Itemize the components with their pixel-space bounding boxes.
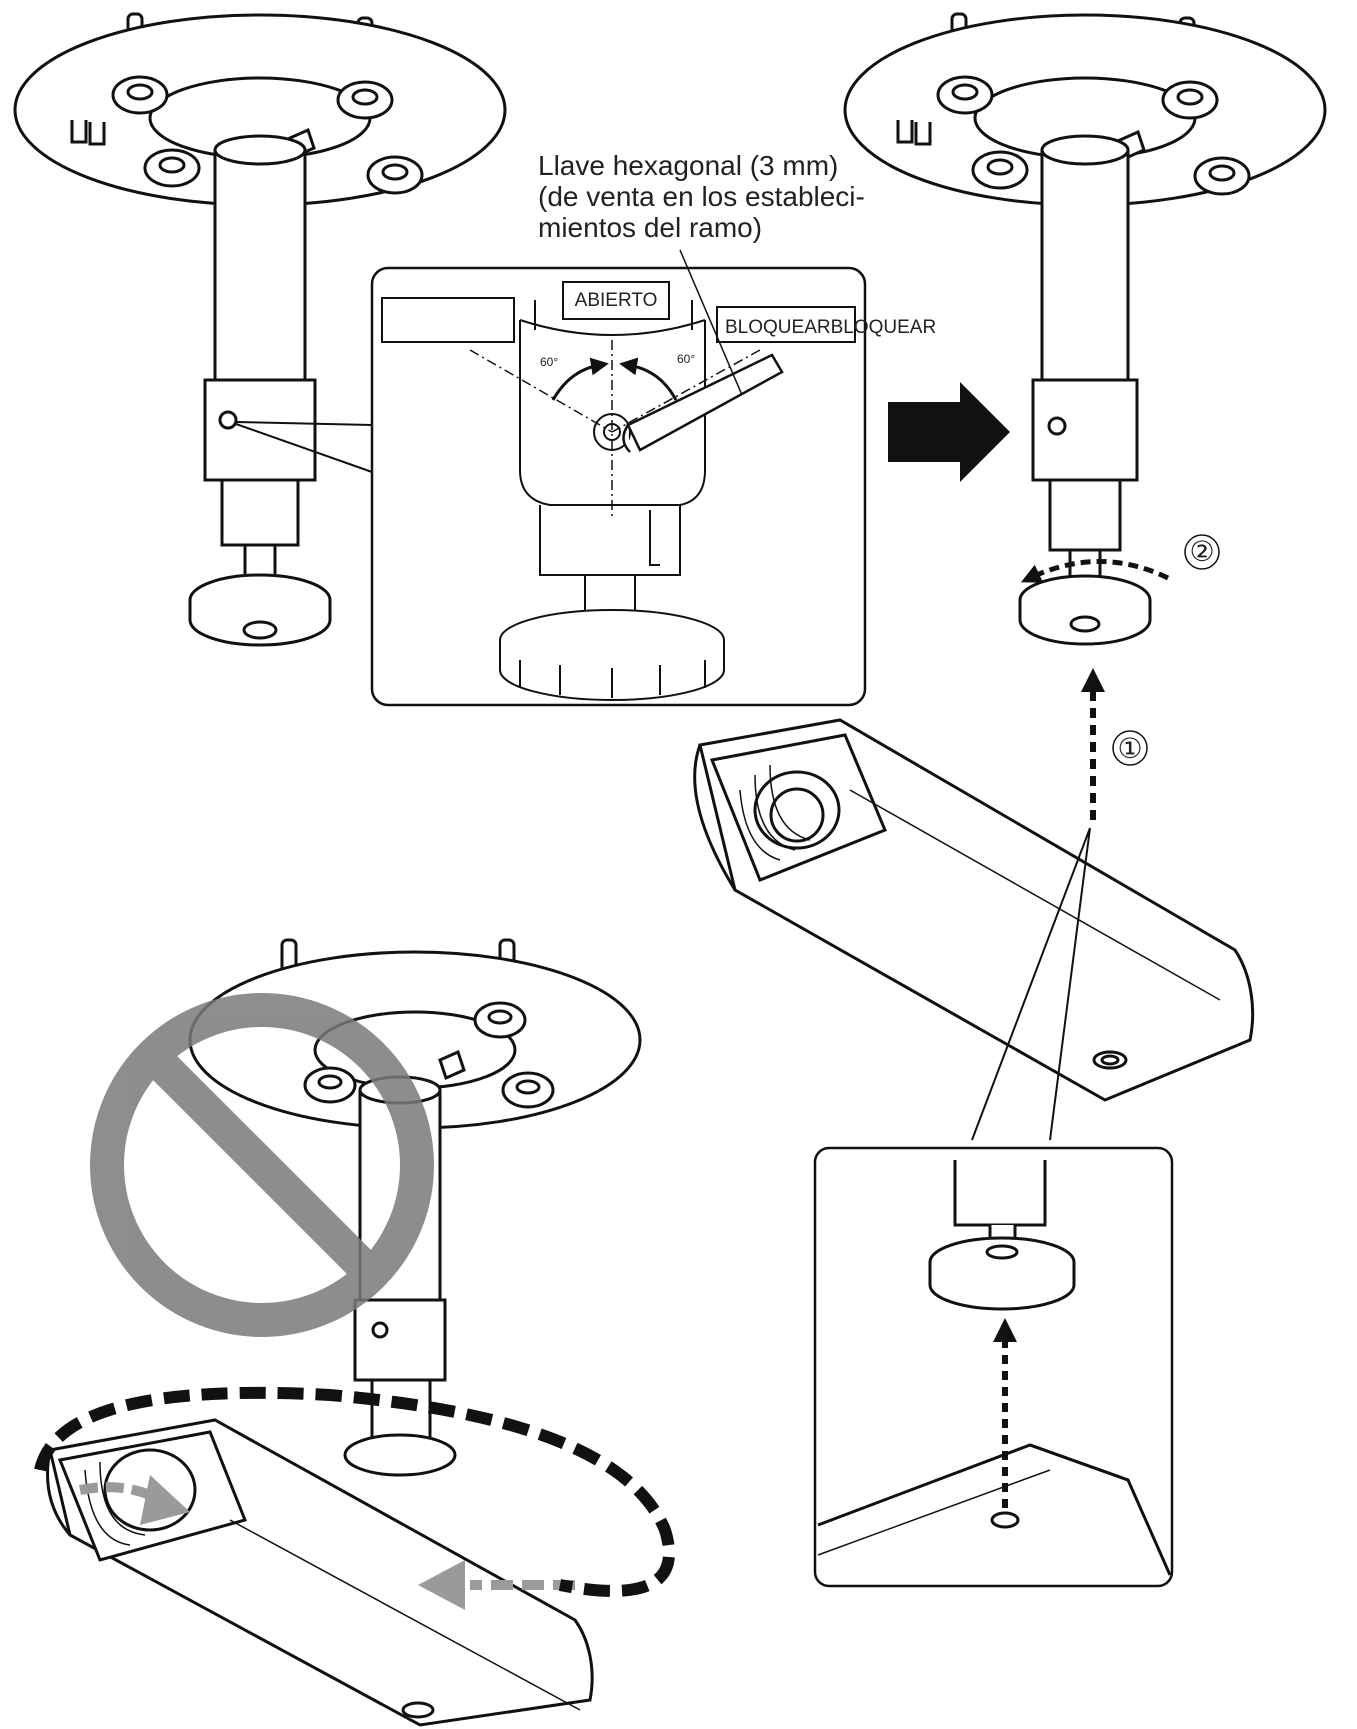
detail-leader-line bbox=[235, 421, 373, 426]
mount-screw bbox=[111, 75, 169, 115]
mount-screw bbox=[1193, 156, 1251, 196]
mount-screw bbox=[473, 1001, 527, 1039]
open-label: ABIERTO bbox=[575, 290, 658, 311]
mount-screw bbox=[303, 1066, 357, 1104]
rotate-arrow bbox=[1020, 559, 1170, 583]
angle-right-label: 60° bbox=[677, 352, 695, 366]
wrong-rotation-arrow-head bbox=[418, 1560, 465, 1610]
callout-line-3: mientos del ramo) bbox=[538, 212, 763, 243]
lock-label-box bbox=[716, 306, 856, 343]
step-1-marker bbox=[1112, 730, 1148, 766]
mount-top-left bbox=[13, 12, 507, 647]
callout-line-2: (de venta en los estableci- bbox=[538, 181, 865, 212]
hex-key bbox=[622, 353, 784, 453]
callout-line-1: Llave hexagonal (3 mm) bbox=[538, 150, 839, 181]
prohibited-icon bbox=[90, 993, 434, 1337]
step-1-label: ① bbox=[1117, 733, 1142, 764]
detail-box: ABIERTO BLOQUEARBLOQUEAR 60° 60° bbox=[370, 249, 936, 707]
mount-screw bbox=[336, 80, 394, 120]
detail-box-lower bbox=[813, 1146, 1174, 1588]
step-2-marker bbox=[1184, 534, 1220, 570]
camera-wrong-rotation bbox=[46, 1418, 594, 1727]
mount-bottom-left bbox=[188, 938, 642, 1477]
unlabeled-box bbox=[381, 297, 515, 343]
mount-screw bbox=[366, 155, 424, 195]
hex-key-callout: Llave hexagonal (3 mm) (de venta en los … bbox=[538, 150, 898, 243]
open-label-box bbox=[562, 281, 670, 320]
detail-leader-line bbox=[971, 827, 1091, 1141]
mount-screw bbox=[971, 150, 1029, 190]
hex-key-leader bbox=[679, 249, 743, 396]
mount-screw bbox=[143, 148, 201, 188]
mount-top-right bbox=[843, 12, 1327, 646]
mount-screw bbox=[936, 75, 994, 115]
detail-leader-line bbox=[235, 423, 373, 473]
arrow-right-icon bbox=[888, 382, 1010, 482]
rotation-path-ellipse bbox=[34, 1386, 675, 1597]
camera-right bbox=[693, 718, 1255, 1102]
step-2-label: ② bbox=[1189, 536, 1214, 567]
angle-left-label: 60° bbox=[540, 355, 558, 369]
lock-label: BLOQUEARBLOQUEAR bbox=[725, 317, 936, 338]
wrong-rotation-arrow-head bbox=[140, 1475, 190, 1525]
mount-screw bbox=[1161, 80, 1219, 120]
mount-screw bbox=[501, 1071, 555, 1109]
